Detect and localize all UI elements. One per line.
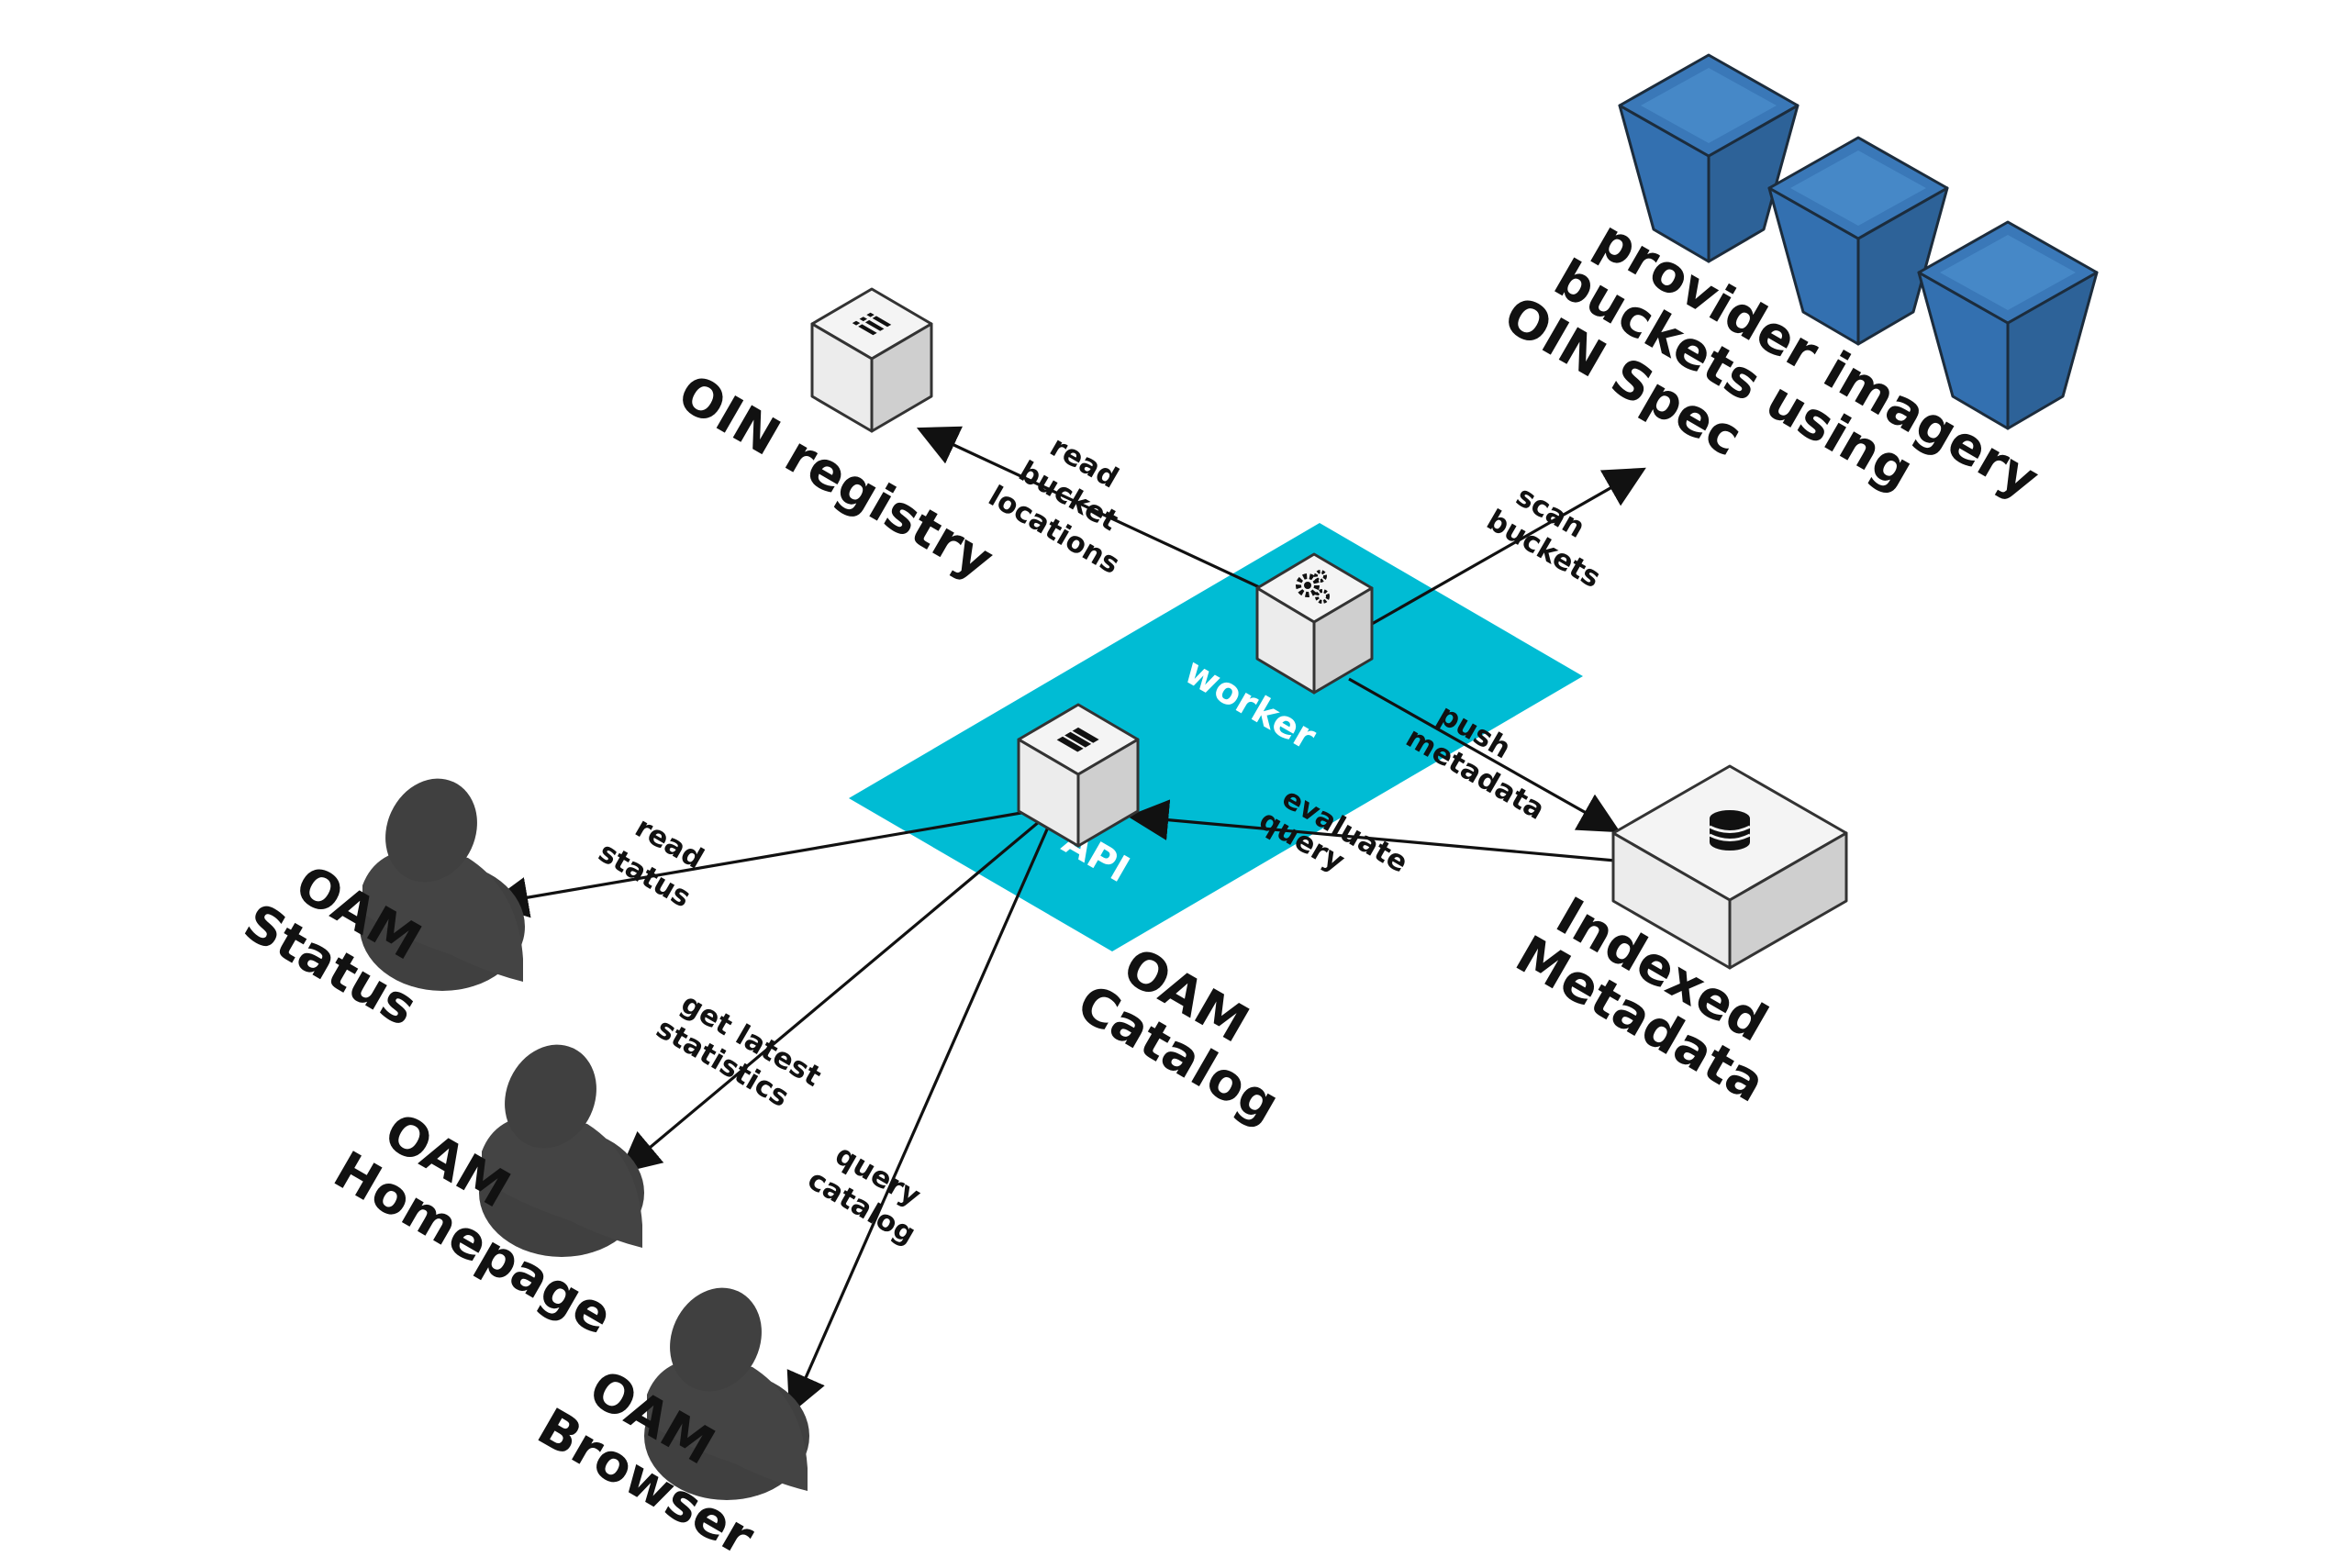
label-query-catalog: query catalog (802, 1139, 926, 1251)
api-node (1017, 703, 1140, 848)
worker-node (1255, 552, 1374, 695)
label-scan-buckets: scan buckets (1481, 480, 1606, 595)
provider-buckets-node (1618, 53, 2099, 430)
edges (486, 426, 1646, 1416)
edge-push-metadata (1348, 677, 1621, 833)
edge-read-bucket-locations (916, 426, 1284, 600)
users (360, 778, 809, 1500)
oam-catalog-label: OAM Catalog (1067, 937, 1288, 1136)
gears-icon (1296, 570, 1330, 604)
oam-status-user-icon (360, 778, 525, 991)
oam-browser-user-icon (644, 1287, 809, 1500)
oam-homepage-user-icon (479, 1044, 644, 1257)
bucket-icon (1917, 220, 2099, 430)
label-read-status: read status (593, 811, 709, 915)
edge-get-latest-statistics (618, 810, 1053, 1173)
oin-registry-node (810, 287, 933, 433)
bucket-icon (1767, 136, 1949, 346)
edge-query-catalog (786, 814, 1055, 1416)
label-get-latest-statistics: get latest statistics (651, 987, 827, 1114)
indexed-metadata-node (1611, 764, 1848, 970)
edge-scan-buckets (1371, 467, 1646, 626)
edge-read-status (486, 806, 1054, 918)
database-icon (1709, 810, 1751, 851)
server-icon (1056, 727, 1099, 752)
label-read-bucket-locations: read bucket locations (983, 430, 1125, 581)
bucket-icon (1618, 53, 1800, 263)
edge-evaluate-query (1127, 799, 1616, 862)
